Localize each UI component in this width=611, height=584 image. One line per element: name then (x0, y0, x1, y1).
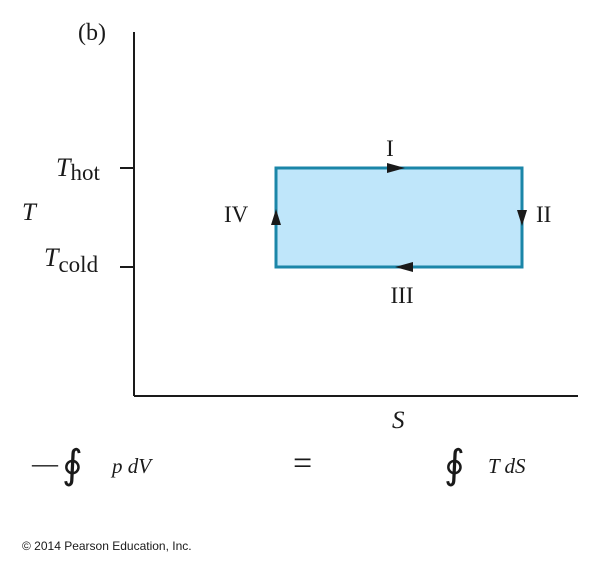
leg-label-iv: IV (224, 202, 249, 227)
leg-label-ii: II (536, 202, 551, 227)
tick-hot-label: Thot (56, 153, 100, 185)
y-axis-label: T (22, 199, 38, 226)
tick-cold-subscript: cold (58, 252, 98, 277)
contour-integral-left-icon: ∮ (62, 442, 83, 487)
tick-hot-symbol: T (56, 153, 72, 182)
equation-rhs-integrand: T dS (488, 454, 526, 478)
leg-label-i: I (386, 136, 394, 161)
equation-equals: = (293, 445, 312, 482)
tick-hot-subscript: hot (70, 160, 100, 185)
tick-cold-symbol: T (44, 243, 60, 272)
leg-label-iii: III (391, 283, 414, 308)
copyright-notice: © 2014 Pearson Education, Inc. (22, 539, 192, 553)
equation-lhs-integrand: p dV (110, 454, 153, 478)
arrow-down-icon (517, 210, 527, 226)
arrow-right-icon (387, 163, 405, 173)
arrow-left-icon (395, 262, 413, 272)
equation-minus: — (31, 449, 59, 478)
tick-cold-label: Tcold (44, 243, 99, 277)
panel-label: (b) (78, 20, 106, 46)
cycle-rectangle (274, 166, 524, 269)
arrow-up-icon (271, 209, 281, 225)
contour-integral-right-icon: ∮ (444, 442, 465, 487)
x-axis-label: S (392, 407, 405, 434)
